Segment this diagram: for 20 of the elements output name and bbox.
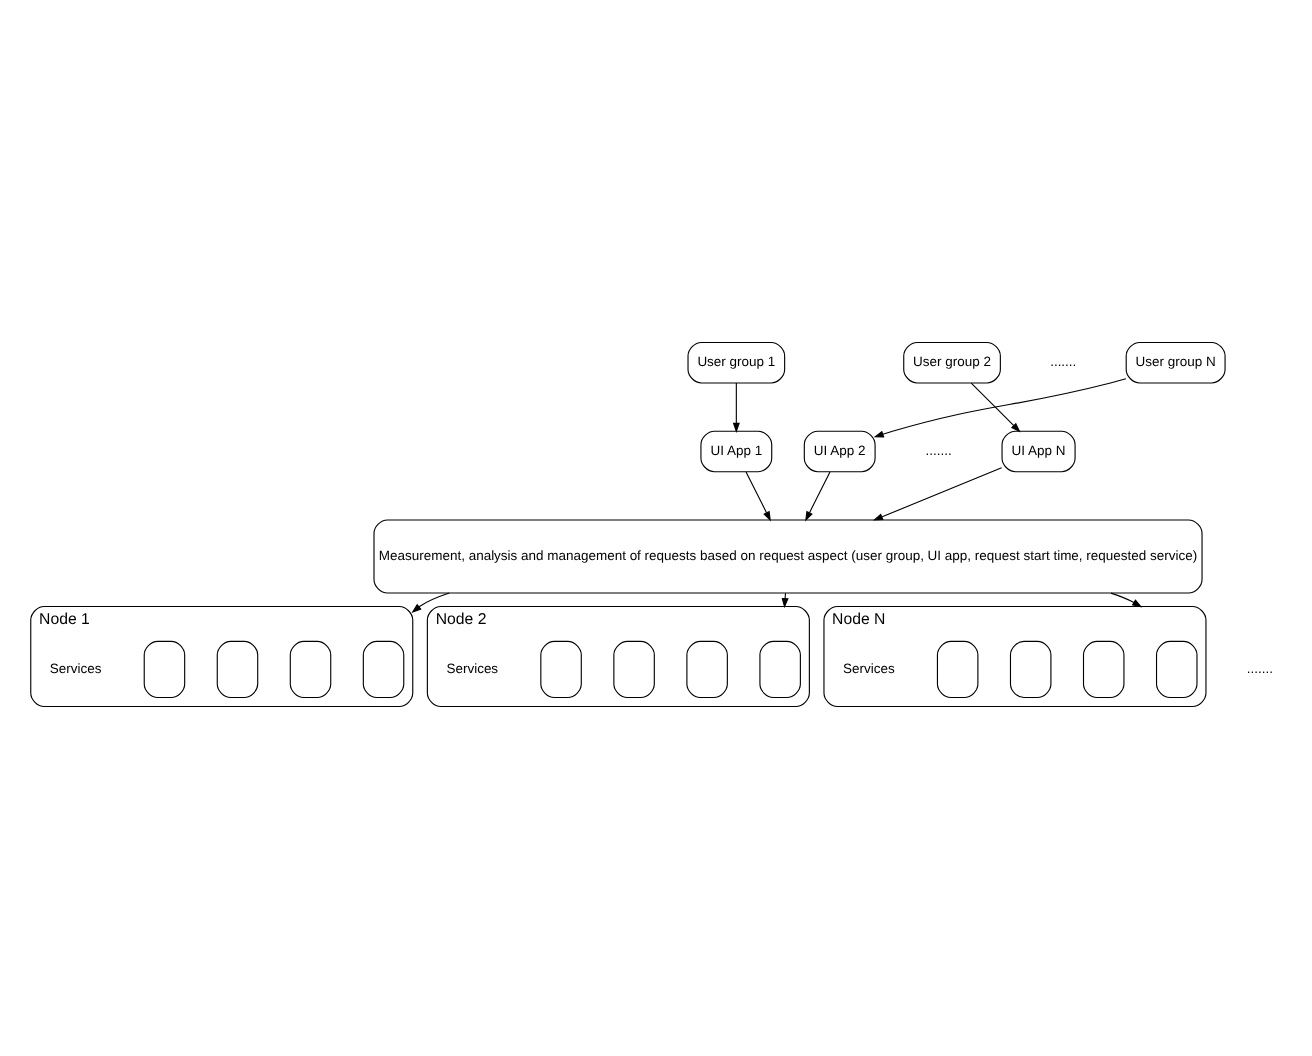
arrow	[873, 377, 1127, 437]
arrow	[732, 381, 740, 432]
node-box	[759, 639, 801, 698]
arrow	[872, 466, 1003, 520]
node-box	[1009, 639, 1052, 698]
node-box	[289, 639, 332, 698]
node-box	[1082, 639, 1125, 698]
arrow	[1110, 591, 1143, 607]
node-box	[1155, 639, 1198, 698]
node-box	[686, 639, 728, 698]
arrow	[805, 470, 831, 521]
arrow	[411, 591, 450, 612]
node-box	[936, 639, 979, 698]
arrow	[745, 470, 771, 521]
arrow	[970, 381, 1021, 432]
node-box	[362, 639, 405, 698]
node-box	[143, 639, 186, 698]
node-box	[540, 639, 582, 698]
node-box	[613, 639, 655, 698]
node-box	[216, 639, 259, 698]
